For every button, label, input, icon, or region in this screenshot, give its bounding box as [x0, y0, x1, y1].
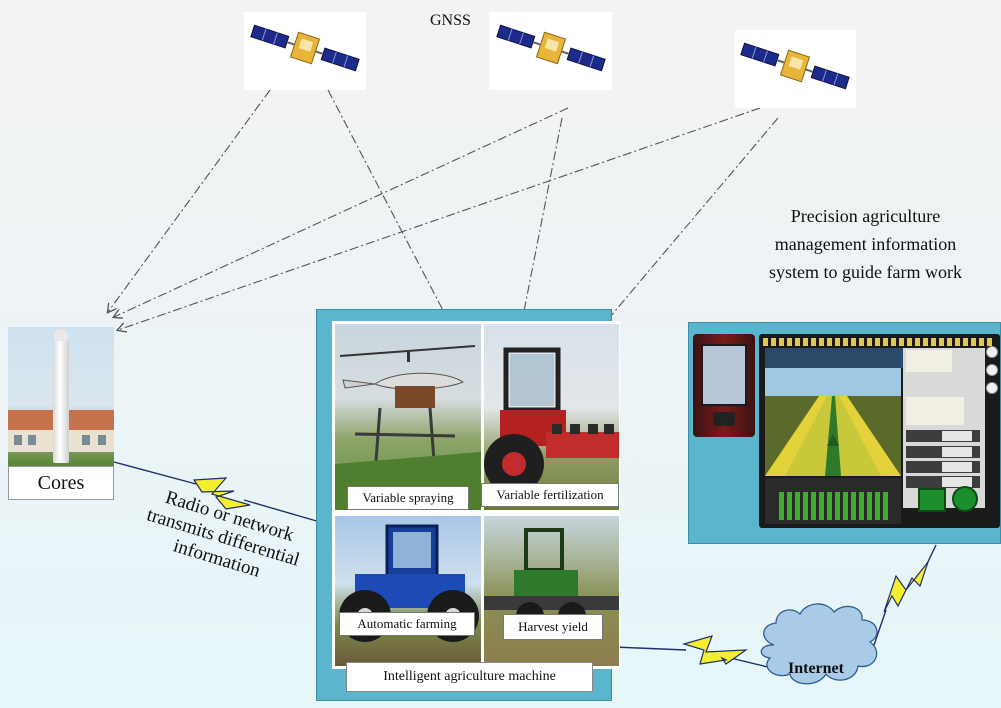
precision-text-line: system to guide farm work: [769, 262, 962, 282]
blue-tractor-illustration: [339, 524, 479, 642]
satellite-icon: [496, 24, 606, 72]
display-home-icon: [986, 346, 998, 358]
building-window: [28, 435, 36, 445]
satellite-icon: [250, 24, 360, 72]
display-settings-icon: [986, 382, 998, 394]
antenna-pillar: [53, 335, 69, 463]
display-top-bar: [763, 338, 995, 346]
antenna-cap: [54, 329, 68, 341]
photo-automatic-farming: [335, 516, 481, 666]
building-window: [82, 435, 90, 445]
display-close-icon: [986, 364, 998, 376]
display-channel-row: [906, 430, 980, 442]
signal-arrow-sat3-machine-right: [572, 117, 779, 362]
drone-helicopter-illustration: [335, 345, 481, 510]
field-guidance-graphic: [765, 368, 901, 476]
precision-system-text: Precision agriculture management informa…: [730, 202, 1001, 286]
precision-text-line: Precision agriculture: [790, 206, 941, 226]
display-bar-graph: [765, 478, 901, 524]
display-stat-box: [906, 397, 964, 425]
building-window: [14, 435, 22, 445]
lightning-bolt-dashboard: [883, 561, 929, 613]
signal-arrow-sat3-cores: [118, 107, 761, 330]
internet-label: Internet: [788, 660, 844, 677]
link-internet-lightning: [872, 609, 887, 649]
display-channel-row: [906, 476, 980, 488]
satellite-1-frame: [244, 12, 366, 90]
gnss-label: GNSS: [430, 12, 471, 29]
photo-harvest-yield: [484, 516, 619, 666]
lightning-bolt-cores: [192, 477, 251, 510]
internet-cloud-shape: [760, 603, 878, 685]
display-channel-row: [906, 446, 980, 458]
cores-label: Cores: [8, 466, 114, 500]
lightning-bolt-internet: [681, 635, 749, 665]
label-automatic-farming: Automatic farming: [339, 612, 475, 636]
handheld-button: [713, 412, 735, 426]
tractor-fertilizer-illustration: [484, 347, 619, 494]
display-readout-box: [906, 350, 952, 372]
label-harvest-yield: Harvest yield: [503, 614, 603, 640]
link-machine-lightning: [613, 646, 687, 651]
display-green-round-button: [952, 486, 978, 512]
machine-caption: Intelligent agriculture machine: [346, 662, 593, 692]
handheld-screen: [701, 344, 747, 406]
photo-variable-fertilization: [484, 324, 619, 510]
satellite-3-frame: [735, 30, 856, 108]
display-green-button: [918, 488, 946, 512]
display-field-view: [765, 368, 901, 476]
satellite-icon: [740, 42, 850, 90]
display-channel-row: [906, 461, 980, 473]
green-harvester-illustration: [484, 528, 619, 630]
building-window: [98, 435, 106, 445]
satellite-2-frame: [489, 12, 612, 90]
link-cores-lightning: [113, 461, 197, 485]
precision-text-line: management information: [774, 234, 957, 254]
display-speed-bar: [765, 348, 925, 368]
label-variable-fertilization: Variable fertilization: [481, 483, 619, 507]
photo-variable-spraying: [335, 324, 481, 510]
link-lightning-machine: [243, 499, 321, 523]
label-variable-spraying: Variable spraying: [347, 486, 469, 510]
signal-arrow-sat1-cores: [108, 89, 271, 312]
signal-arrow-sat2-cores: [114, 107, 569, 317]
